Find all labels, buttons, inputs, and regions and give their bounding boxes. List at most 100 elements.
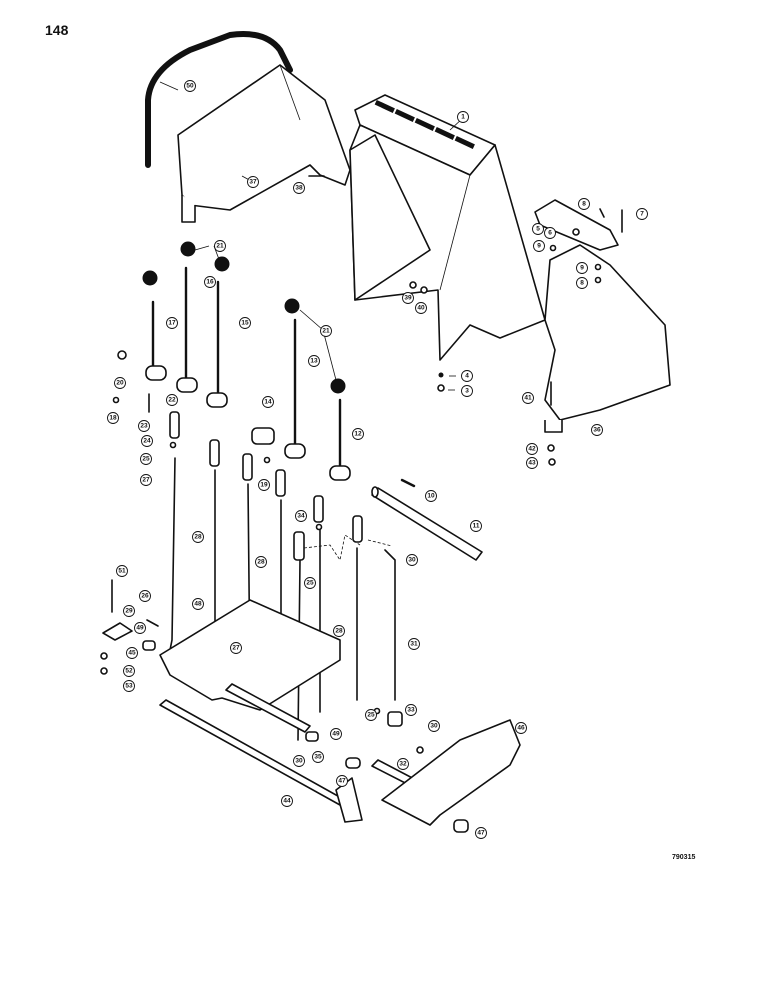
svg-text:27: 27 (142, 477, 150, 484)
right-shield-panel (544, 244, 671, 421)
svg-text:48: 48 (194, 601, 202, 608)
svg-text:28: 28 (335, 628, 343, 635)
svg-text:9: 9 (580, 265, 584, 272)
callout-25-b: 25 (304, 577, 316, 589)
callout-28-b: 28 (255, 556, 267, 568)
bracket-45 (102, 622, 133, 641)
callout-17: 17 (166, 317, 178, 329)
clevises (169, 411, 363, 561)
callout-36: 36 (591, 424, 603, 436)
callout-34: 34 (295, 510, 307, 522)
callout-6: 6 (544, 227, 556, 239)
callout-51: 51 (116, 565, 128, 577)
lever-12 (329, 378, 351, 481)
cross-shaft-44 (159, 699, 363, 823)
svg-text:43: 43 (528, 460, 536, 467)
callout-21-lower: 21 (320, 325, 332, 337)
callout-44: 44 (281, 795, 293, 807)
callout-10: 10 (425, 490, 437, 502)
svg-text:39: 39 (404, 295, 412, 302)
callout-45: 45 (126, 647, 138, 659)
callout-38: 38 (293, 182, 305, 194)
callout-50: 50 (184, 80, 196, 92)
callout-19: 19 (258, 479, 270, 491)
svg-text:18: 18 (109, 415, 117, 422)
svg-text:47: 47 (477, 830, 485, 837)
callout-4: 4 (461, 370, 473, 382)
svg-text:30: 30 (408, 557, 416, 564)
lever-17 (142, 270, 167, 381)
svg-text:1: 1 (461, 114, 465, 121)
svg-text:35: 35 (314, 754, 322, 761)
lever-13 (284, 298, 306, 459)
svg-text:25: 25 (142, 456, 150, 463)
callout-47-b: 47 (475, 827, 487, 839)
svg-text:9: 9 (537, 243, 541, 250)
callout-11: 11 (470, 520, 482, 532)
lever-18 (176, 241, 198, 393)
bushing-47-lower (453, 819, 469, 833)
svg-text:8: 8 (580, 280, 584, 287)
svg-text:8: 8 (582, 201, 586, 208)
callout-42: 42 (526, 443, 538, 455)
shaft-11 (371, 486, 483, 561)
svg-text:25: 25 (367, 712, 375, 719)
svg-text:30: 30 (430, 723, 438, 730)
svg-text:14: 14 (264, 399, 272, 406)
callout-32: 32 (397, 758, 409, 770)
svg-text:24: 24 (143, 438, 151, 445)
callout-31: 31 (408, 638, 420, 650)
callout-18: 18 (107, 412, 119, 424)
callout-25-a: 25 (140, 453, 152, 465)
callout-39: 39 (402, 292, 414, 304)
left-shield-panel (177, 64, 351, 211)
coupler-33 (387, 711, 403, 727)
svg-text:53: 53 (125, 683, 133, 690)
svg-text:7: 7 (640, 211, 644, 218)
svg-text:12: 12 (354, 431, 362, 438)
svg-text:15: 15 (241, 320, 249, 327)
callout-16: 16 (204, 276, 216, 288)
callout-25-c: 25 (365, 709, 377, 721)
svg-text:17: 17 (168, 320, 176, 327)
callout-37: 37 (247, 176, 259, 188)
callout-22: 22 (166, 394, 178, 406)
callout-12: 12 (352, 428, 364, 440)
callout-30-c: 30 (293, 755, 305, 767)
callout-8-upper: 8 (578, 198, 590, 210)
pin-10 (400, 478, 416, 488)
svg-text:21: 21 (322, 328, 330, 335)
svg-text:26: 26 (141, 593, 149, 600)
svg-text:42: 42 (528, 446, 536, 453)
leader-lines (159, 81, 464, 391)
svg-text:29: 29 (125, 608, 133, 615)
callout-47-a: 47 (336, 775, 348, 787)
svg-text:34: 34 (297, 513, 305, 520)
callout-8-lower: 8 (576, 277, 588, 289)
svg-text:36: 36 (593, 427, 601, 434)
left-shield-flange (181, 195, 196, 223)
svg-text:49: 49 (136, 625, 144, 632)
callout-7: 7 (636, 208, 648, 220)
page-number: 148 (45, 22, 69, 38)
callout-3: 3 (461, 385, 473, 397)
callout-1: 1 (457, 111, 469, 123)
svg-text:32: 32 (399, 761, 407, 768)
svg-text:37: 37 (249, 179, 257, 186)
svg-text:25: 25 (306, 580, 314, 587)
svg-text:31: 31 (410, 641, 418, 648)
svg-text:27: 27 (232, 645, 240, 652)
callout-9-upper: 9 (533, 240, 545, 252)
svg-text:13: 13 (310, 358, 318, 365)
svg-text:45: 45 (128, 650, 136, 657)
callout-40: 40 (415, 302, 427, 314)
callout-21-upper: 21 (214, 240, 226, 252)
callout-27-a: 27 (140, 474, 152, 486)
callout-49-b: 49 (134, 622, 146, 634)
svg-text:3: 3 (465, 388, 469, 395)
svg-text:16: 16 (206, 279, 214, 286)
svg-text:19: 19 (260, 482, 268, 489)
pedal-shaft (225, 683, 311, 733)
svg-text:10: 10 (427, 493, 435, 500)
